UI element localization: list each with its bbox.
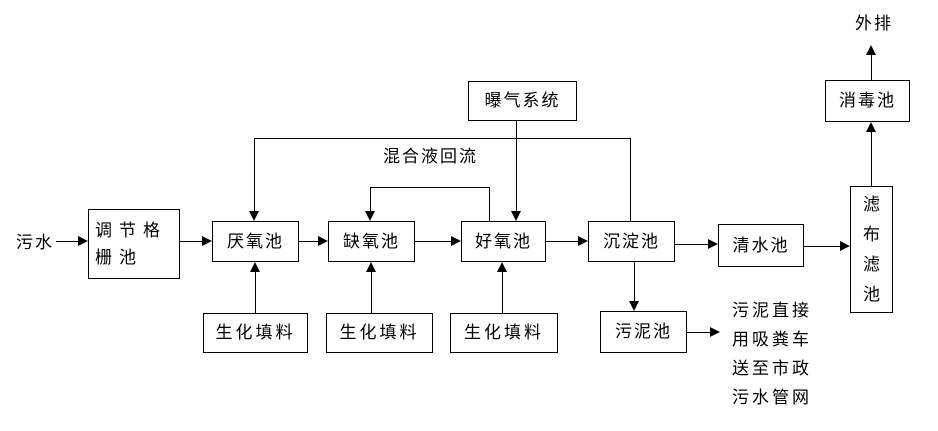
reflux-label: 混合液回流	[383, 147, 478, 166]
node-aeration-system: 曝气系统	[468, 81, 577, 121]
arrowhead-filler2-to-anoxic	[366, 262, 376, 272]
connector-disinfection-to-outflow	[871, 55, 872, 80]
arrowhead-inflow	[78, 236, 88, 246]
arrowhead-filter-to-disinfection	[866, 122, 876, 132]
inflow-label: 污水	[16, 233, 54, 252]
sludge-disposal-note: 污泥直接 用吸粪车 送至市政 污水管网	[732, 296, 812, 412]
node-bio-filler-3: 生化填料	[450, 313, 558, 353]
arrowhead-aeration-to-aerobic	[511, 211, 521, 221]
connector-sedimentation-to-sludge	[634, 262, 635, 301]
arrowhead-anoxic-to-aerobic	[451, 236, 461, 246]
reflux-inner-drop	[370, 187, 371, 211]
connector-sedimentation-to-clearwater	[675, 244, 708, 245]
arrowhead-filler1-to-anaerobic	[250, 262, 260, 272]
node-aerobic-pool: 好氧池	[461, 221, 546, 262]
connector-inflow	[56, 241, 80, 242]
reflux-inner-riser	[489, 187, 490, 221]
arrowhead-sedimentation-to-sludge	[629, 301, 639, 311]
arrowhead-sedimentation-to-clearwater	[708, 239, 718, 249]
sludge-note-line-3: 送至市政	[732, 359, 812, 378]
connector-filler2-to-anoxic	[371, 272, 372, 313]
node-cloth-filter-pool: 滤布滤池	[850, 186, 893, 313]
connector-anaerobic-to-anoxic	[299, 241, 318, 242]
connector-clearwater-to-filter	[804, 246, 840, 247]
connector-aeration-to-aerobic	[516, 121, 517, 211]
connector-grid-to-anaerobic	[180, 241, 202, 242]
node-sludge-pool: 污泥池	[600, 311, 687, 353]
reflux-outer-riser	[630, 138, 631, 221]
node-sedimentation-pool: 沉淀池	[588, 221, 675, 262]
node-regulation-grid-pool: 调节格栅池	[88, 209, 180, 279]
node-disinfection-pool: 消毒池	[825, 80, 910, 122]
node-clear-water-pool: 清水池	[718, 224, 804, 267]
node-anaerobic-pool: 厌氧池	[212, 221, 299, 262]
connector-sludge-to-note	[687, 332, 710, 333]
arrowhead-sludge-to-note	[710, 327, 720, 337]
outflow-label: 外排	[855, 14, 893, 33]
arrowhead-filler3-to-aerobic	[497, 262, 507, 272]
sludge-note-line-4: 污水管网	[732, 388, 812, 407]
node-bio-filler-2: 生化填料	[326, 313, 433, 353]
node-anoxic-pool: 缺氧池	[328, 221, 415, 262]
arrowhead-clearwater-to-filter	[840, 241, 850, 251]
arrowhead-grid-to-anaerobic	[202, 236, 212, 246]
connector-aerobic-to-sedimentation	[546, 241, 578, 242]
reflux-outer-span	[254, 138, 631, 139]
sludge-note-line-2: 用吸粪车	[732, 330, 812, 349]
arrowhead-reflux-to-anaerobic	[249, 211, 259, 221]
node-bio-filler-1: 生化填料	[203, 313, 308, 353]
connector-filler3-to-aerobic	[502, 272, 503, 313]
connector-anoxic-to-aerobic	[415, 241, 451, 242]
connector-filter-to-disinfection	[871, 132, 872, 186]
sludge-note-line-1: 污泥直接	[732, 301, 812, 320]
reflux-outer-drop	[254, 138, 255, 211]
arrowhead-anaerobic-to-anoxic	[318, 236, 328, 246]
connector-filler1-to-anaerobic	[255, 272, 256, 313]
arrowhead-aerobic-to-sedimentation	[578, 236, 588, 246]
arrowhead-disinfection-to-outflow	[866, 45, 876, 55]
reflux-inner-span	[370, 187, 490, 188]
arrowhead-reflux-to-anoxic	[365, 211, 375, 221]
